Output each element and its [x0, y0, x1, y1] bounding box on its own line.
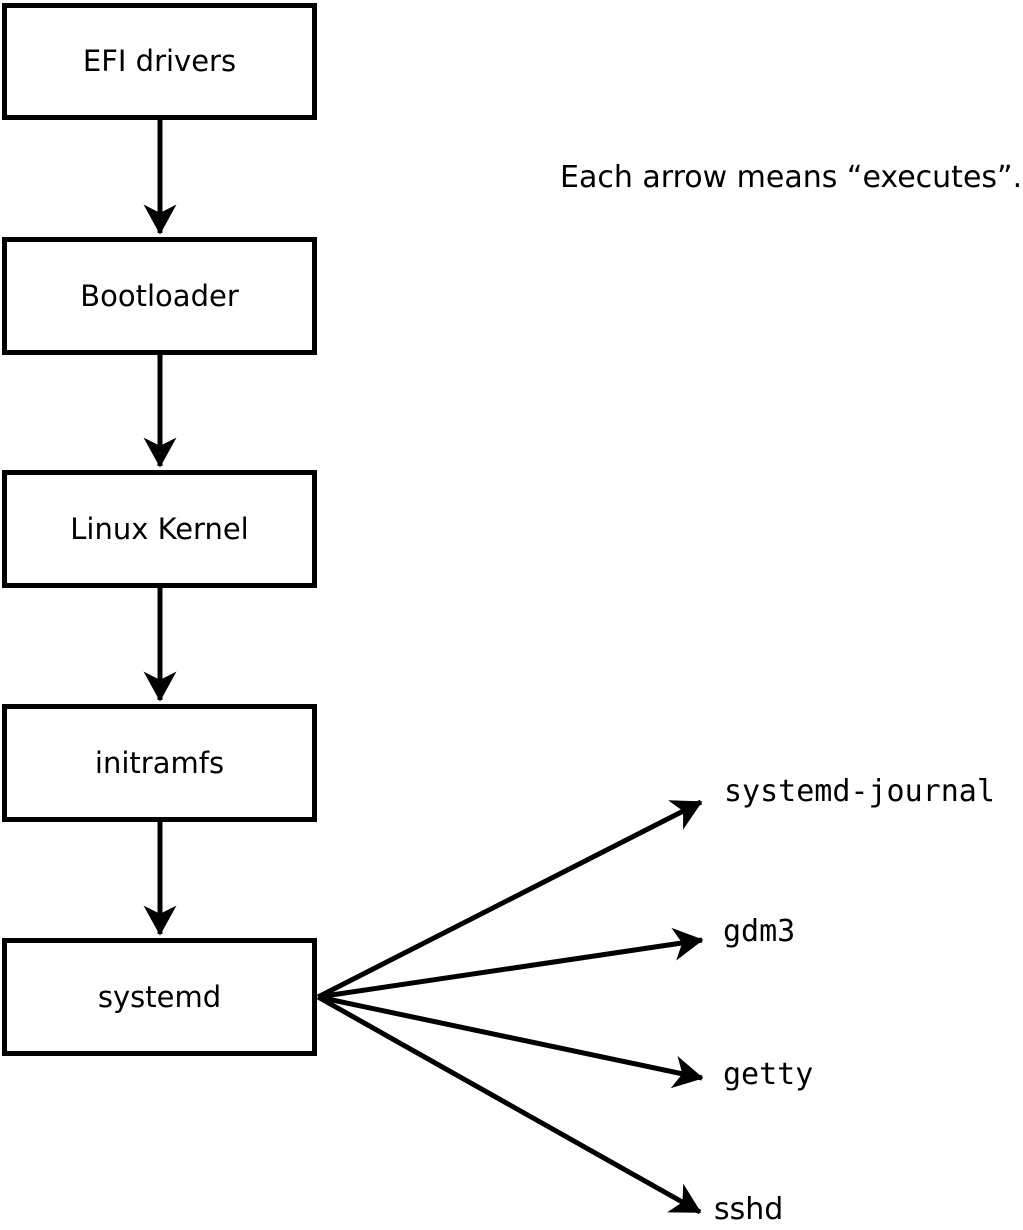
- node-bootloader-label: Bootloader: [80, 278, 239, 313]
- node-initramfs-label: initramfs: [94, 745, 225, 780]
- spawned-label-sshd: sshd: [714, 1192, 784, 1227]
- node-systemd: systemd: [2, 938, 317, 1056]
- node-efi-drivers: EFI drivers: [2, 3, 317, 120]
- node-linux-kernel-label: Linux Kernel: [70, 511, 249, 546]
- spawned-label-getty: getty: [723, 1057, 814, 1092]
- spawned-label-gdm3: gdm3: [723, 914, 796, 949]
- arrow-systemd-to-gdm3: [317, 927, 704, 1000]
- arrow-meaning-note: Each arrow means “executes”.: [560, 160, 1023, 195]
- arrow-systemd-to-getty: [317, 994, 704, 1089]
- arrow-systemd-to-sshd: [316, 994, 702, 1215]
- node-bootloader: Bootloader: [2, 237, 317, 355]
- node-efi-drivers-label: EFI drivers: [82, 44, 237, 78]
- node-linux-kernel: Linux Kernel: [2, 470, 317, 588]
- spawned-label-systemd-journal: systemd-journal: [724, 774, 995, 809]
- node-systemd-label: systemd: [97, 979, 222, 1014]
- node-initramfs: initramfs: [2, 704, 317, 822]
- arrow-systemd-to-systemd-journal: [316, 799, 703, 1000]
